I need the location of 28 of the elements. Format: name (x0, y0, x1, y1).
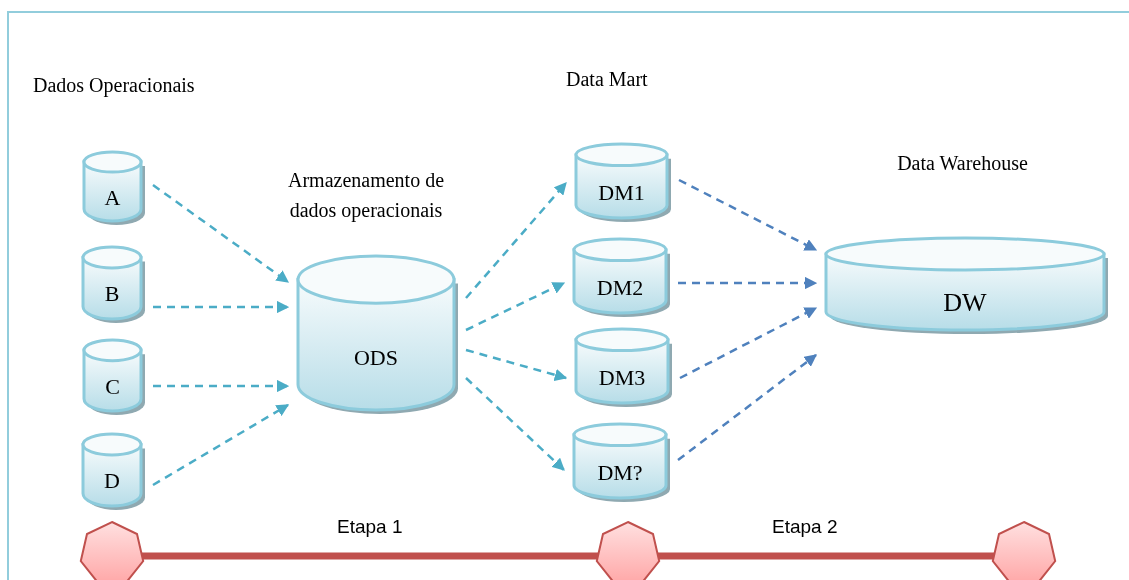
section-heading: Data Mart (566, 68, 648, 91)
node-label: DW (943, 288, 987, 318)
dashed-arrow (677, 354, 817, 461)
dashed-arrow (152, 403, 290, 487)
node-label: ODS (354, 344, 398, 371)
dashed-arrow (679, 306, 818, 380)
caption-text: Data Warehouse (896, 151, 1029, 176)
node-label: A (104, 184, 121, 211)
node-label: C (105, 373, 120, 400)
dashed-arrow (152, 184, 289, 283)
caption-text: Armazenamento de dados operacionais (286, 168, 445, 224)
node-label: DM1 (598, 179, 645, 206)
dashed-arrow (465, 348, 568, 381)
dashed-arrow (153, 300, 290, 314)
timeline-bar (658, 552, 994, 560)
node-label: DM? (597, 459, 643, 486)
dashed-arrow (153, 379, 290, 393)
dashed-arrow (465, 182, 567, 299)
node-label: D (104, 468, 120, 495)
section-heading: Dados Operacionais (33, 74, 195, 97)
node-label: B (104, 281, 120, 308)
node-label: DM3 (598, 364, 646, 391)
timeline-bar (142, 552, 598, 560)
node-label: DM2 (596, 274, 644, 301)
dashed-arrow (678, 178, 818, 252)
dashed-arrow (678, 276, 818, 290)
dashed-arrow (465, 281, 566, 332)
dashed-arrow (465, 377, 565, 471)
